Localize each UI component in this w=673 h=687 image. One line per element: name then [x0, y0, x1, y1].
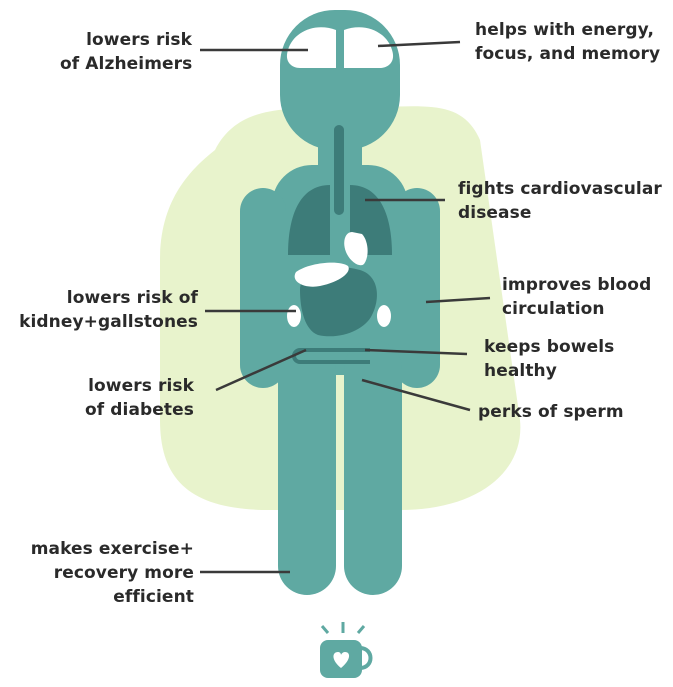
label-kidney: lowers risk of kidney+gallstones [8, 286, 198, 334]
label-energy: helps with energy, focus, and memory [475, 18, 660, 66]
coffee-mug-heart-icon [320, 622, 371, 678]
label-cardiovascular: fights cardiovascular disease [458, 177, 662, 225]
kidney-right [377, 305, 391, 327]
kidney-left [287, 305, 301, 327]
label-exercise: makes exercise+ recovery more efficient [14, 537, 194, 609]
label-bowels: keeps bowels healthy [484, 335, 614, 383]
label-alzheimers: lowers risk of Alzheimers [60, 28, 192, 76]
label-diabetes: lowers risk of diabetes [60, 374, 194, 422]
label-sperm: perks of sperm [478, 400, 624, 424]
label-circulation: improves blood circulation [502, 273, 651, 321]
